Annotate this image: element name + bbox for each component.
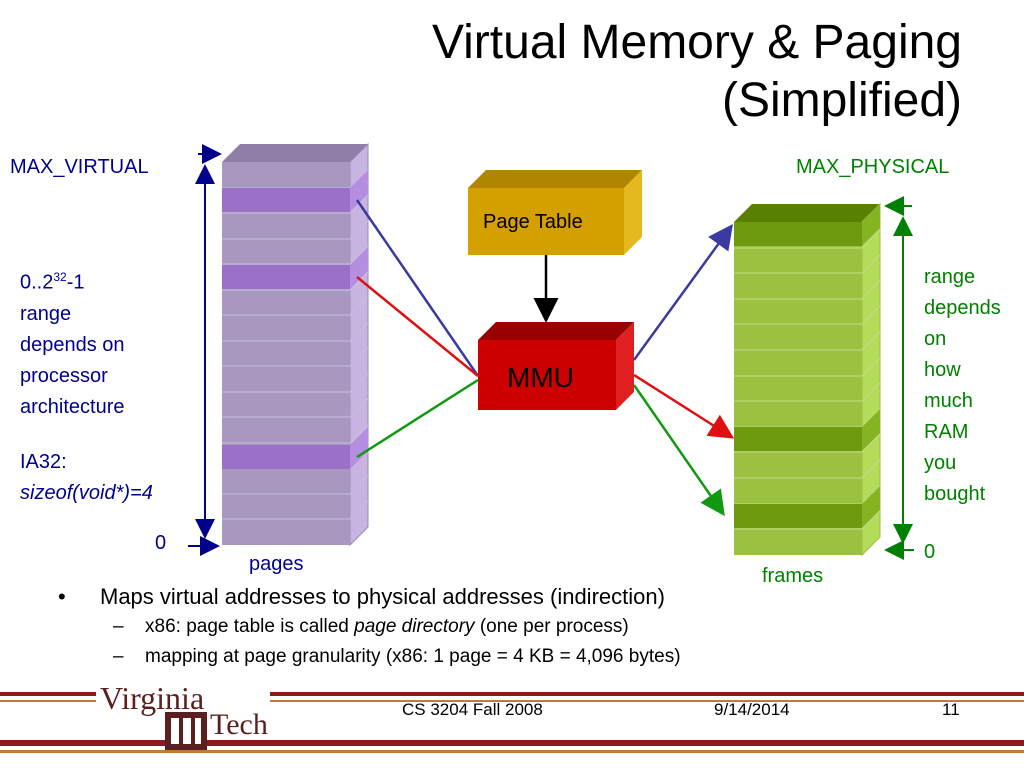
blue-frame-arrow [632,223,733,361]
sizeof-label: sizeof(void*)=4 [20,481,153,504]
title-text: Virtual Memory & Paging (Simplified) [431,16,962,127]
note-line: you [924,452,957,474]
row-divider-side [861,382,881,402]
footer-date: 9/14/2014 [714,700,790,719]
vt-crest-icon [165,712,207,750]
frame-mapped-2 [734,427,862,451]
row-divider-side [861,433,881,453]
row-divider-side [349,373,369,393]
row-divider-side [349,347,369,367]
note-line: range [924,266,976,288]
row-divider-side [349,500,369,520]
physical-zero-label: 0 [924,541,936,563]
page-mapped-2 [222,265,350,289]
bullet-main: Maps virtual addresses to physical addre… [58,582,998,612]
row-divider-side [349,398,369,418]
footer-page-number: 11 [942,700,960,719]
note-line: processor [20,364,108,387]
note-line: how [924,359,961,381]
frame-mapped-3-side [862,486,880,528]
mmu-box [478,322,634,410]
bullet-list: Maps virtual addresses to physical addre… [58,582,998,672]
note-line: depends on [20,333,125,356]
frame-mapped-2-side [862,409,880,451]
page-mapped-2-side [350,247,368,289]
note-line: RAM [924,421,969,443]
green-frame-arrow [632,384,725,517]
footer-decoration [0,692,1024,753]
virtual-zero-label: 0 [155,532,167,554]
page-mapped-3-side [350,427,368,469]
row-divider-side [349,322,369,342]
frames-column [734,202,881,557]
note-line: on [924,328,947,350]
pages-label: pages [249,553,304,575]
frames-top-face [734,204,880,222]
slide-title: Virtual Memory & Paging (Simplified) [262,14,962,130]
ia32-label: IA32: [20,450,67,473]
note-line: architecture [20,395,125,418]
row-divider-side [861,229,881,249]
note-line: depends [924,297,1001,319]
red-frame-arrow [633,373,735,439]
frames-front-face [734,222,862,555]
row-divider-side [861,459,881,479]
virtual-range-indicator [188,144,222,556]
row-divider-side [861,357,881,377]
row-divider-side [861,305,881,325]
row-divider-side [349,296,369,316]
page-table-label: Page Table [483,211,583,233]
page-mapped-3 [222,445,350,469]
green-page-line [356,378,479,459]
blue-page-line [355,199,480,377]
frame-mapped-1 [734,222,862,246]
row-divider-side [349,245,369,265]
row-divider-side [349,475,369,495]
logo-virginia: Virginia [100,680,205,716]
note-line: range [20,302,72,325]
row-divider-side [861,331,881,351]
frame-mapped-1-side [862,204,880,246]
logo-tech: Tech [210,708,268,741]
max-virtual-label: MAX_VIRTUAL [10,156,149,178]
max-physical-label: MAX_PHYSICAL [796,156,950,178]
physical-range-note: range depends on how much RAM you bought [924,262,1024,510]
row-divider-side [349,424,369,444]
note-line: bought [924,483,986,505]
pages-top-face [222,144,368,162]
range-formula: 0..232-1 [20,270,85,294]
bullet-sub-1: –x86: page table is called page director… [113,616,629,637]
virtual-range-note: 0..232-1 range depends on processor arch… [20,262,200,509]
page-table-box [468,170,642,255]
physical-range-indicator [884,196,914,560]
pages-front-face [222,162,350,545]
mmu-label: MMU [507,362,574,393]
row-divider-side [349,271,369,291]
page-mapped-1 [222,188,350,212]
highlighted-frames [734,204,880,528]
footer-course: CS 3204 Fall 2008 [402,700,543,719]
pages-column [222,142,369,547]
row-divider-side [861,254,881,274]
bullet-sub-2: –mapping at page granularity (x86: 1 pag… [113,646,681,667]
row-divider-side [861,510,881,530]
highlighted-pages [222,170,368,469]
note-line: much [924,390,973,412]
frame-mapped-3 [734,504,862,528]
page-mapped-1-side [350,170,368,212]
red-page-line [356,276,479,377]
row-divider-side [349,220,369,240]
row-divider-side [861,280,881,300]
